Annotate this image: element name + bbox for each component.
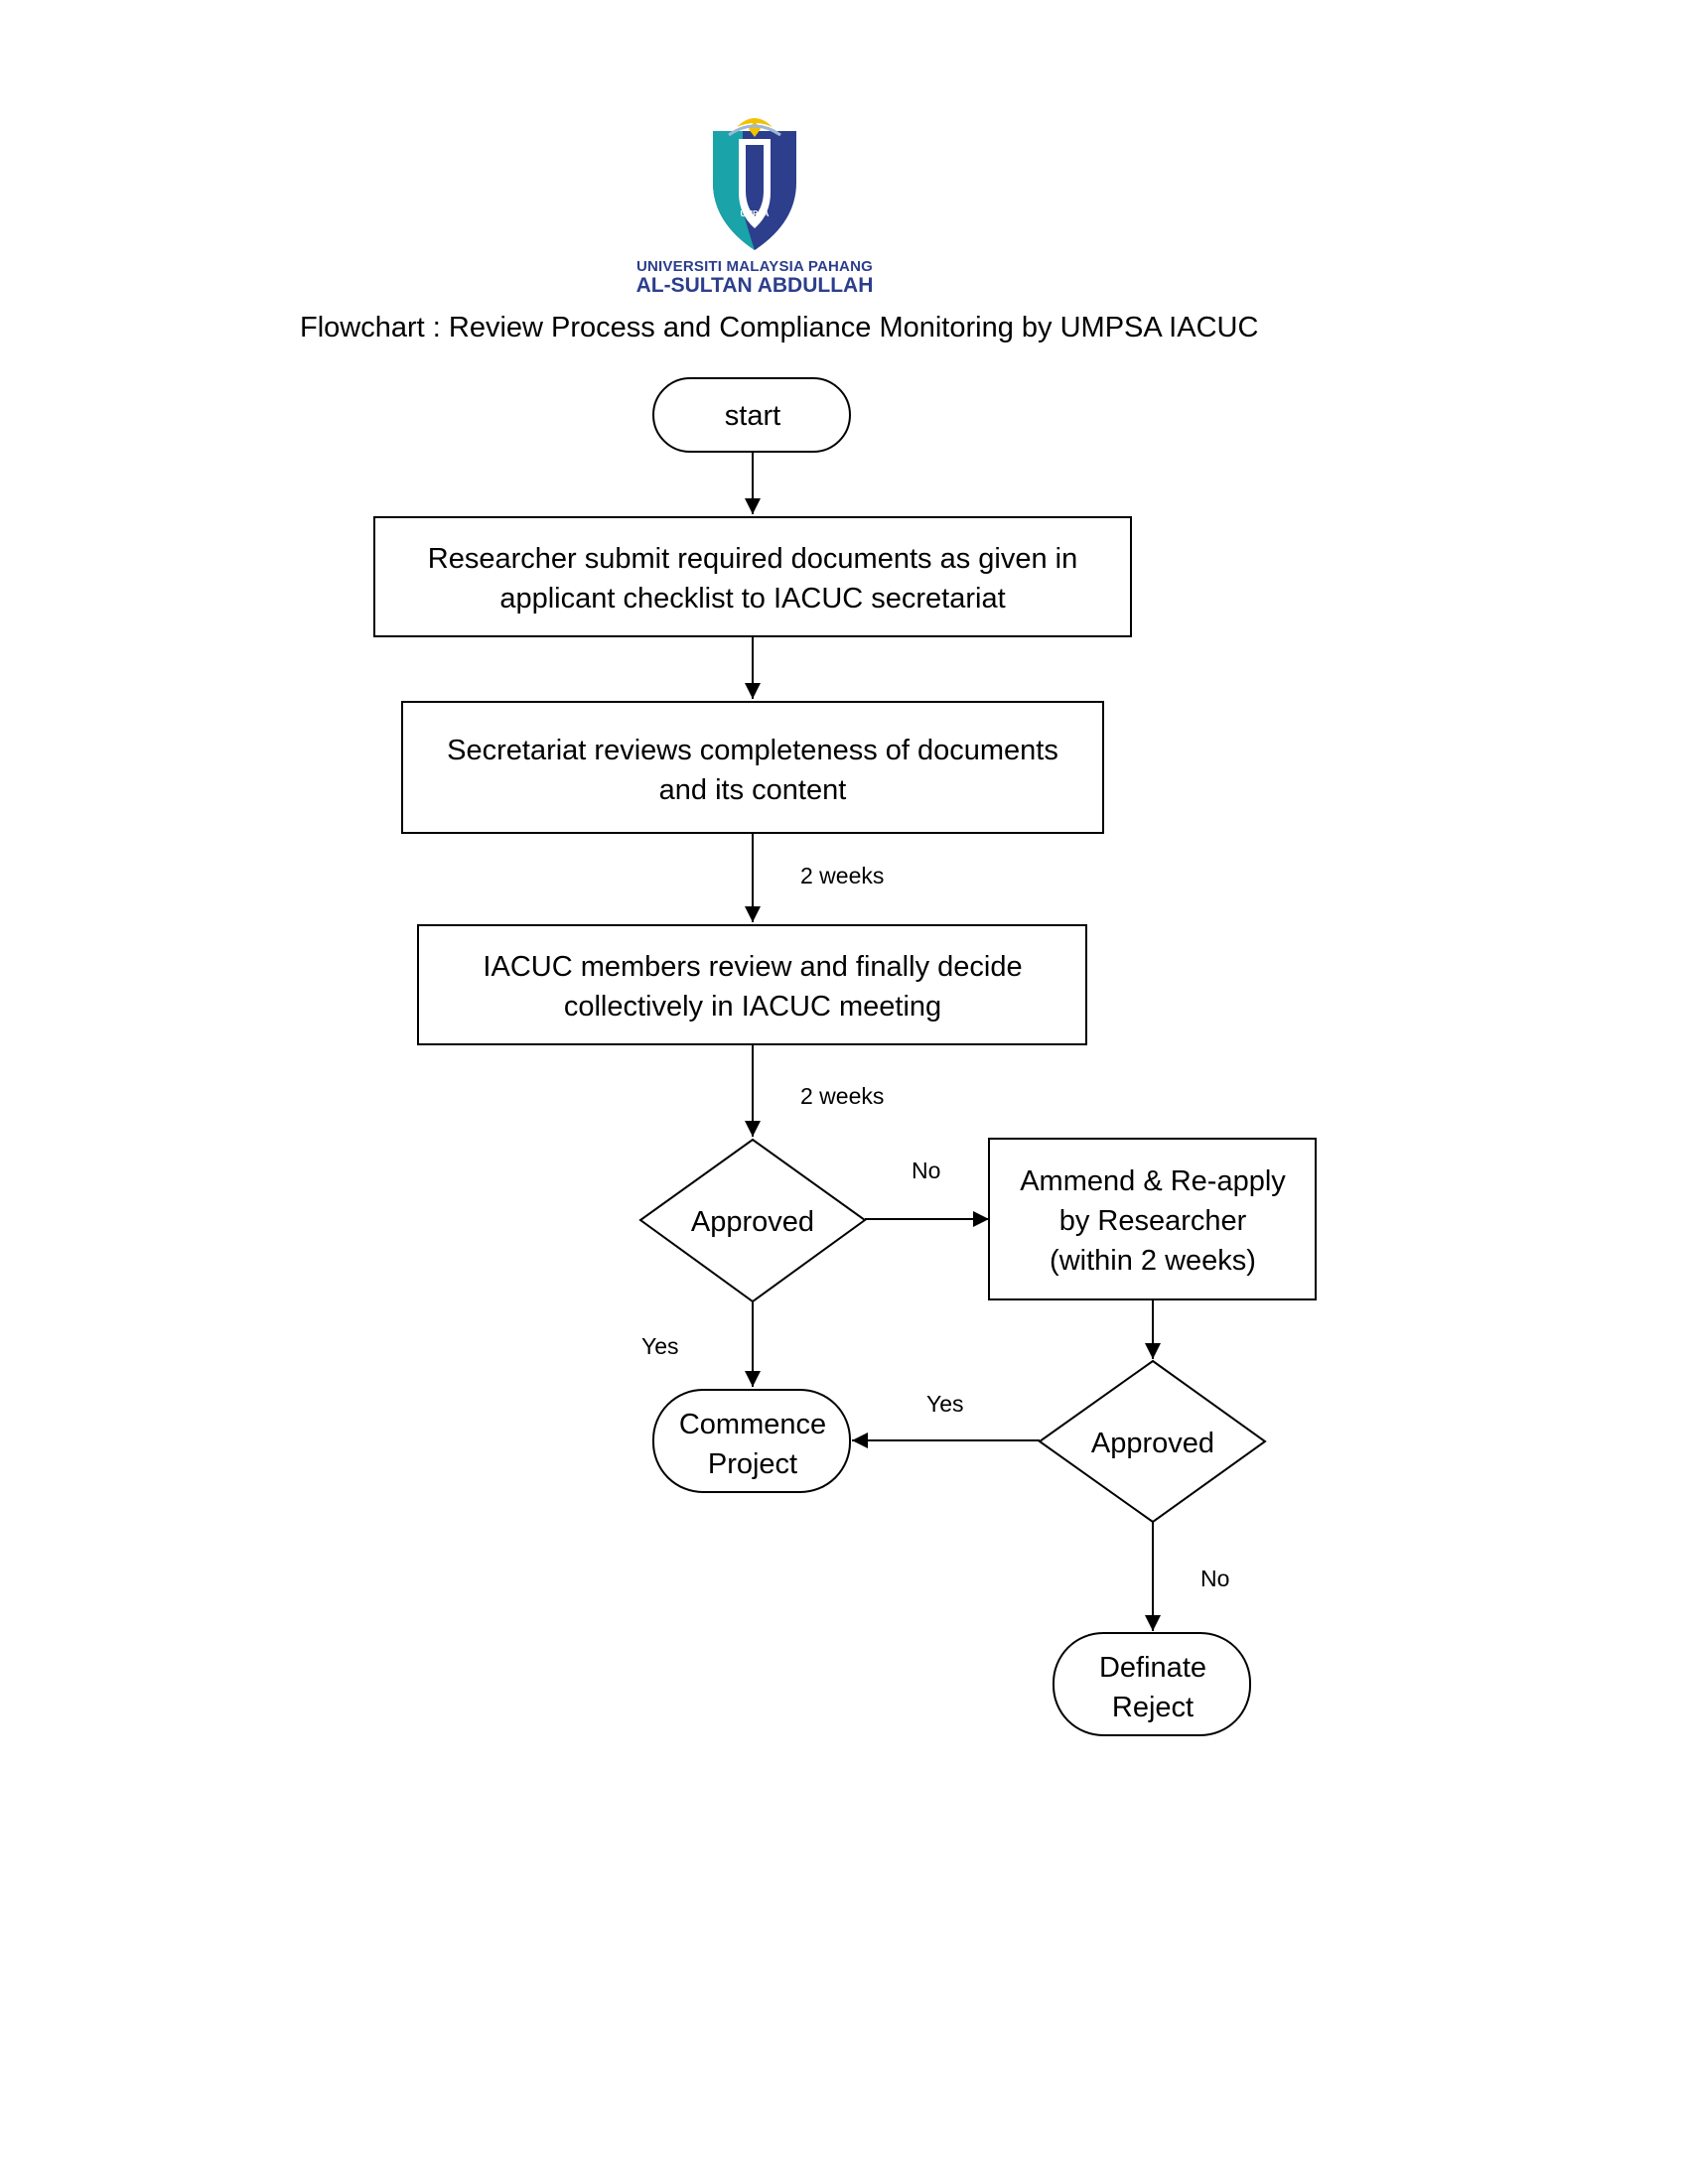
node-decision-approved-1: Approved [638,1138,867,1303]
node-text-line: and its content [659,774,847,806]
logo-university-suffix: AL-SULTAN ABDULLAH [635,274,874,297]
node-definate-reject: Definate Reject [1053,1632,1251,1736]
node-text-line: Secretariat reviews completeness of docu… [447,735,1058,766]
edge-label-2-weeks: 2 weeks [800,1083,884,1109]
node-commence-project: Commence Project [652,1389,851,1493]
edge-label-yes: Yes [926,1391,964,1417]
edge-label-yes: Yes [641,1333,679,1359]
node-text-line: Definate [1099,1652,1206,1684]
university-logo: UMPSA UNIVERSITI MALAYSIA PAHANG AL-SULT… [626,111,884,300]
node-researcher-submit: Researcher submit required documents as … [373,516,1132,637]
node-text-line: Ammend & Re-apply [1020,1165,1286,1197]
page-title: Flowchart : Review Process and Complianc… [300,312,1259,343]
logo-university-name: UNIVERSITI MALAYSIA PAHANG [635,258,873,275]
node-amend-reapply: Ammend & Re-apply by Researcher (within … [988,1138,1317,1300]
node-text-line: collectively in IACUC meeting [564,991,941,1023]
crest-icon: UMPSA [713,118,796,250]
node-decision-label: Approved [691,1206,814,1238]
edge-label-no: No [1200,1566,1229,1591]
node-iacuc-review: IACUC members review and finally decide … [417,924,1087,1045]
node-start-label: start [725,400,780,432]
edge-label-no: No [912,1158,940,1183]
node-secretariat-review: Secretariat reviews completeness of docu… [401,701,1104,834]
node-text-line: by Researcher [1059,1205,1247,1237]
node-text-line: Reject [1112,1692,1194,1723]
node-text-line: applicant checklist to IACUC secretariat [499,583,1005,614]
logo-badge-text: UMPSA [741,209,770,218]
node-text-line: Researcher submit required documents as … [428,543,1077,575]
node-decision-approved-2: Approved [1038,1359,1267,1524]
node-text-line: IACUC members review and finally decide [483,951,1022,983]
node-text-line: Commence [679,1409,826,1440]
edge-label-2-weeks: 2 weeks [800,863,884,888]
node-decision-label: Approved [1091,1428,1214,1459]
node-start: start [652,377,851,453]
node-text-line: (within 2 weeks) [1050,1245,1256,1277]
node-text-line: Project [708,1448,797,1480]
